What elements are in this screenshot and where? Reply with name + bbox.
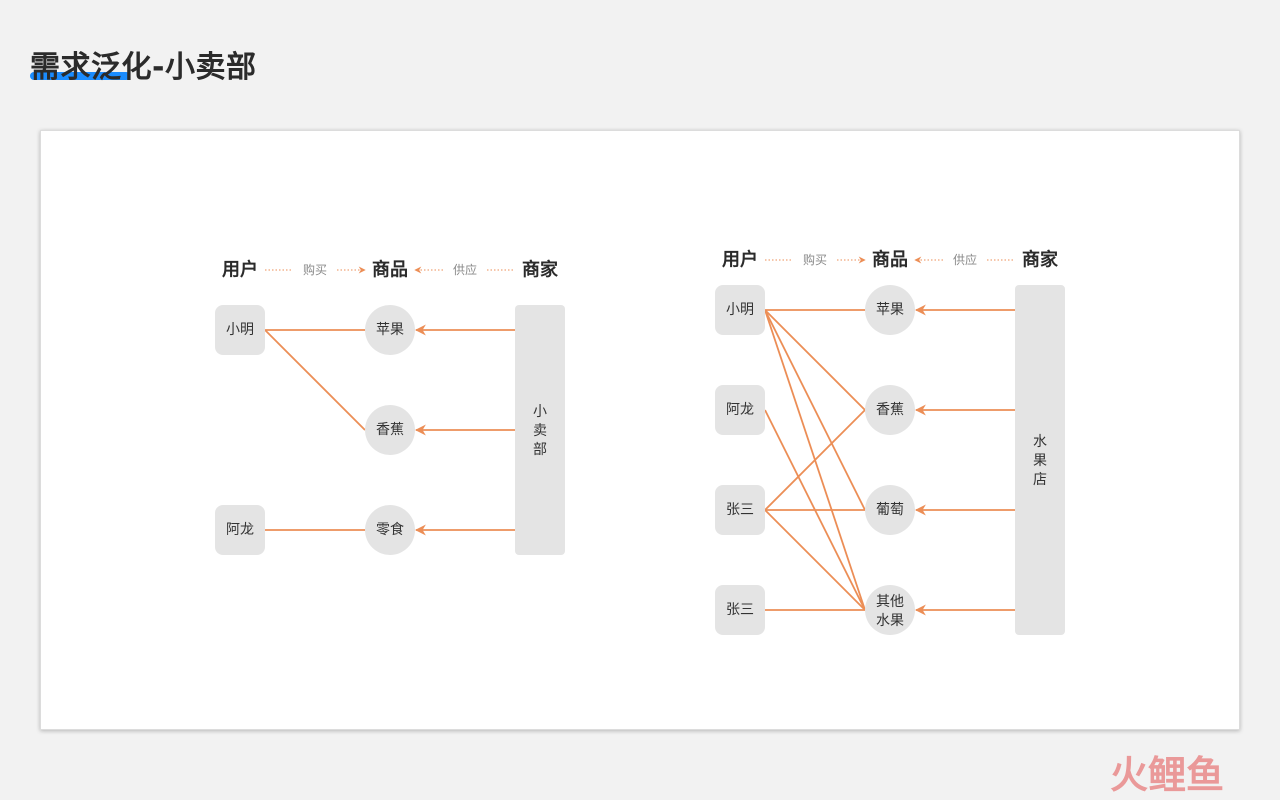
user-node bbox=[215, 505, 265, 555]
product-node-label: 苹果 bbox=[876, 302, 904, 318]
purchase-edge bbox=[264, 329, 366, 431]
user-node-label: 阿龙 bbox=[726, 402, 754, 418]
user-node bbox=[215, 305, 265, 355]
product-node-label: 零食 bbox=[376, 521, 404, 538]
product-node bbox=[865, 385, 915, 435]
product-node bbox=[365, 405, 415, 455]
merchant-node bbox=[515, 305, 565, 555]
user-node-label: 阿龙 bbox=[226, 522, 254, 538]
header-products: 商品 bbox=[872, 249, 908, 271]
page-title: 需求泛化-小卖部 bbox=[30, 50, 257, 85]
product-node bbox=[865, 485, 915, 535]
user-node bbox=[715, 585, 765, 635]
header-users: 用户 bbox=[722, 249, 758, 271]
product-node-label: 香蕉 bbox=[876, 402, 904, 418]
user-node-label: 张三 bbox=[726, 502, 754, 518]
header-users: 用户 bbox=[222, 259, 258, 281]
merchant-node bbox=[1015, 285, 1065, 635]
header-merchants: 商家 bbox=[522, 259, 559, 281]
product-node-label: 葡萄 bbox=[876, 502, 904, 518]
product-node bbox=[365, 305, 415, 355]
merchant-node-label: 水果店 bbox=[1033, 434, 1047, 488]
purchase-edge bbox=[764, 309, 866, 511]
user-node bbox=[715, 485, 765, 535]
supply-relation-label: 供应 bbox=[953, 252, 977, 267]
product-node-label: 其他水果 bbox=[876, 594, 904, 629]
product-node-label: 苹果 bbox=[376, 322, 404, 338]
product-node bbox=[865, 585, 915, 635]
purchase-edge bbox=[764, 409, 866, 511]
user-node-label: 张三 bbox=[726, 602, 754, 618]
title-underline bbox=[30, 72, 130, 80]
product-node-label: 香蕉 bbox=[376, 422, 404, 438]
user-node bbox=[715, 285, 765, 335]
diagram-right: 用户商品商家购买供应小明阿龙张三张三苹果香蕉葡萄其他水果水果店 bbox=[715, 249, 1065, 635]
header-products: 商品 bbox=[372, 259, 408, 281]
user-node bbox=[715, 385, 765, 435]
header-merchants: 商家 bbox=[1022, 249, 1059, 271]
supply-relation-label: 供应 bbox=[453, 262, 477, 277]
user-node-label: 小明 bbox=[726, 302, 754, 318]
purchase-edge bbox=[764, 509, 866, 611]
user-node-label: 小明 bbox=[226, 322, 254, 338]
merchant-node-label: 小卖部 bbox=[533, 404, 547, 458]
product-node bbox=[865, 285, 915, 335]
buy-relation-label: 购买 bbox=[303, 262, 327, 277]
purchase-edge bbox=[764, 309, 866, 411]
watermark-text: 火鲤鱼 bbox=[1110, 753, 1224, 796]
watermark-logo: 火鲤鱼 bbox=[1110, 753, 1224, 796]
product-node bbox=[365, 505, 415, 555]
buy-relation-label: 购买 bbox=[803, 252, 827, 267]
